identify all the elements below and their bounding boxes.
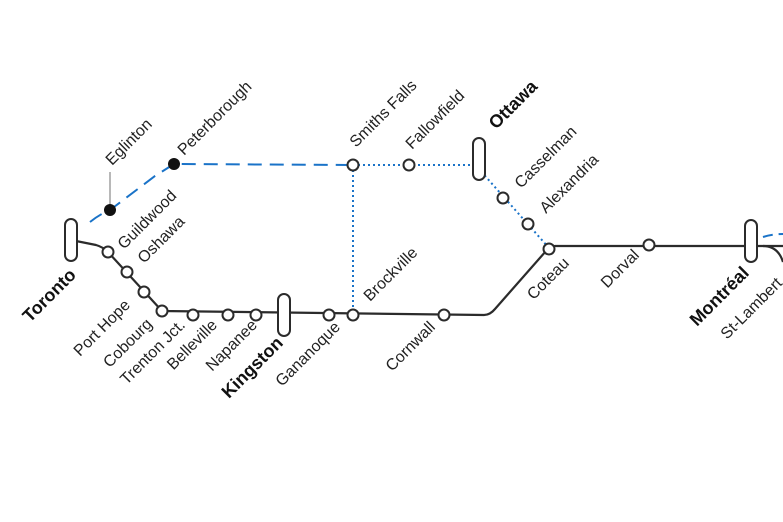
- station-trenton-jct[interactable]: [155, 304, 169, 318]
- proposed-line-montreal-east: [762, 233, 783, 238]
- station-terminal-montreal[interactable]: [744, 219, 758, 263]
- label-cornwall: Cornwall: [383, 319, 439, 375]
- station-kingston-west[interactable]: [249, 308, 263, 322]
- proposed-line-toronto-peterborough-ottawa: [89, 162, 354, 223]
- station-alexandria[interactable]: [521, 217, 535, 231]
- station-cornwall[interactable]: [437, 308, 451, 322]
- label-dorval: Dorval: [598, 247, 643, 292]
- station-napanee[interactable]: [221, 308, 235, 322]
- station-brockville[interactable]: [346, 308, 360, 322]
- ottawa-branch-line: [352, 164, 550, 315]
- label-toronto: Toronto: [19, 265, 80, 326]
- label-peterborough: Peterborough: [175, 78, 256, 159]
- station-port-hope[interactable]: [137, 285, 151, 299]
- station-smiths-falls[interactable]: [346, 158, 360, 172]
- label-ottawa: Ottawa: [485, 76, 542, 133]
- label-fallowfield: Fallowfield: [403, 87, 468, 152]
- label-brockville: Brockville: [361, 244, 422, 305]
- station-peterborough[interactable]: [168, 158, 180, 170]
- station-belleville[interactable]: [186, 308, 200, 322]
- main-line-toronto-montreal: [70, 238, 783, 317]
- station-gananoque[interactable]: [322, 308, 336, 322]
- station-terminal-toronto[interactable]: [64, 218, 78, 262]
- line-montreal-st-lambert: [762, 244, 783, 263]
- station-coteau[interactable]: [542, 242, 556, 256]
- station-dorval[interactable]: [642, 238, 656, 252]
- station-casselman[interactable]: [496, 191, 510, 205]
- station-terminal-kingston[interactable]: [277, 293, 291, 337]
- label-coteau: Coteau: [524, 255, 573, 304]
- station-fallowfield[interactable]: [402, 158, 416, 172]
- station-guildwood[interactable]: [101, 245, 115, 259]
- station-markers: [101, 158, 656, 322]
- label-eglinton: Eglinton: [103, 116, 156, 169]
- station-oshawa[interactable]: [120, 265, 134, 279]
- station-terminal-ottawa[interactable]: [472, 137, 486, 181]
- station-eglinton[interactable]: [104, 204, 116, 216]
